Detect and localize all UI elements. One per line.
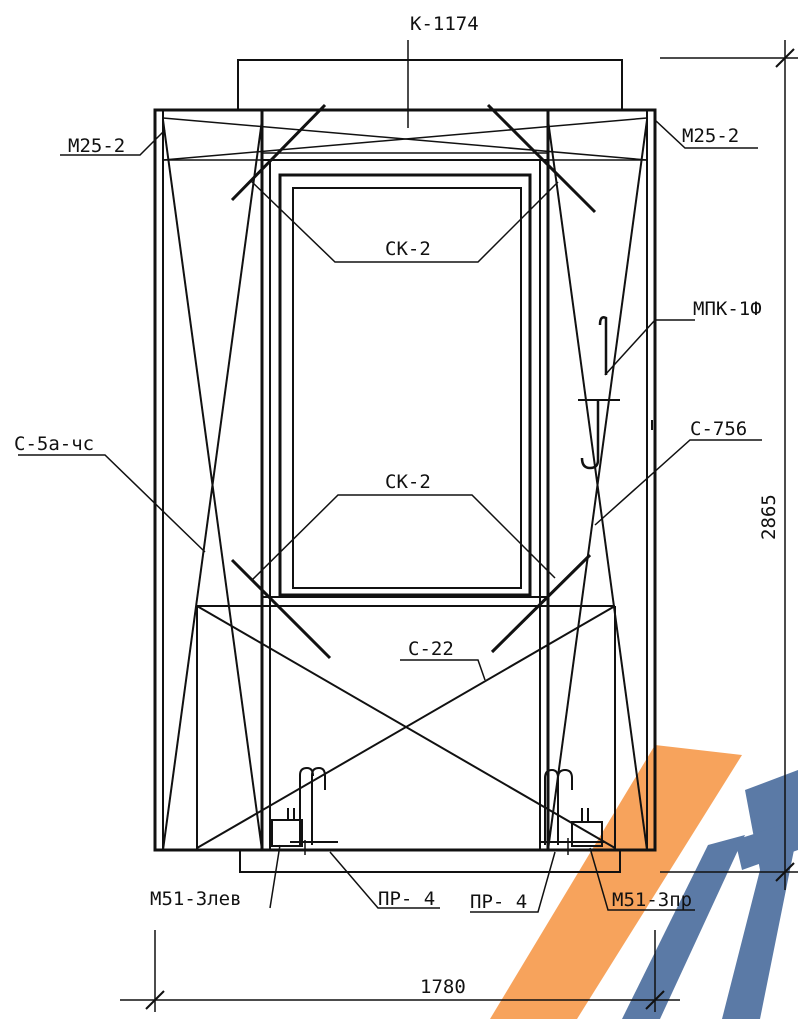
- mpk-hook-icon: [578, 316, 653, 470]
- slings-sk2: [230, 103, 597, 660]
- outer-frame: [153, 108, 657, 852]
- bottom-cap: [239, 850, 621, 873]
- label-pr4-left: ПР- 4: [378, 888, 435, 910]
- dimension-width-value: 1780: [420, 976, 466, 998]
- watermark-blue-stroke-1: [622, 835, 745, 1019]
- label-sk2-top: СК-2: [385, 238, 431, 260]
- label-sk2-mid: СК-2: [385, 471, 431, 493]
- label-mpk1f: МПК-1Ф: [693, 298, 762, 320]
- leader-lines: [18, 40, 762, 913]
- dimension-height-value: 2865: [758, 494, 780, 540]
- label-c756: С-756: [690, 418, 747, 440]
- inner-verticals: [260, 110, 550, 850]
- label-m25-left: М25-2: [68, 135, 125, 157]
- bottom-left-hardware: [271, 766, 338, 855]
- bottom-right-hardware: [540, 768, 605, 855]
- dimension-width: [120, 930, 680, 1012]
- labels: К-1174 М25-2 М25-2 СК-2 МПК-1Ф С-5а-чс С…: [14, 13, 780, 998]
- side-braces: [162, 119, 648, 851]
- dimension-height: [660, 40, 798, 890]
- watermark-blue-stroke-2: [722, 770, 798, 1019]
- window-frame: [278, 173, 532, 597]
- top-cap: [237, 59, 623, 110]
- label-pr4-right: ПР- 4: [470, 891, 527, 913]
- label-m25-right: М25-2: [682, 125, 739, 147]
- label-c5a: С-5а-чс: [14, 433, 94, 455]
- label-c22: С-22: [408, 638, 454, 660]
- watermark-orange-stroke: [490, 745, 742, 1019]
- label-m51-left: М51-3лев: [150, 888, 242, 910]
- watermark-blue-stroke-3: [735, 820, 798, 870]
- watermark-logo: [490, 745, 798, 1019]
- label-m51-right: М51-3пр: [612, 889, 692, 911]
- label-k1174: К-1174: [410, 13, 479, 35]
- top-band: [162, 117, 648, 161]
- lower-x-braces: [196, 605, 616, 849]
- mid-beams: [196, 596, 616, 850]
